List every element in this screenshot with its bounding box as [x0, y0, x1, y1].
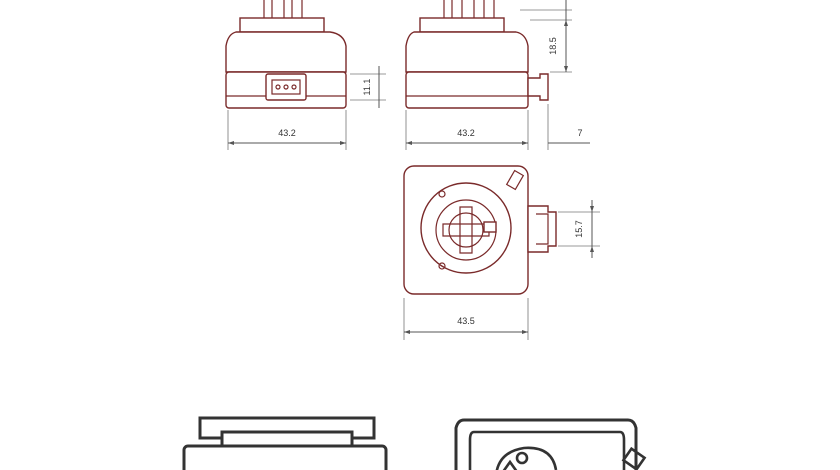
bottom-view-core	[448, 212, 484, 248]
side-width-label: 43.2	[457, 128, 475, 138]
side-view-upper-body	[405, 31, 529, 73]
lower-left-part-body	[182, 444, 388, 470]
bottom-width-label: 43.5	[457, 316, 475, 326]
front-view-pin-hole	[291, 84, 297, 90]
side-view-pins	[443, 0, 495, 18]
dimension-arrows	[564, 20, 568, 72]
front-view-collar	[239, 17, 325, 33]
front-view-connector-inner	[271, 79, 301, 95]
bottom-view-notch	[505, 169, 525, 191]
lower-right-part-body	[454, 418, 638, 470]
lower-right-part	[454, 418, 647, 470]
lower-right-part-notch	[621, 446, 647, 470]
bottom-view-hole	[438, 190, 446, 198]
bottom-view-tab-inner	[536, 213, 549, 245]
side-extra-label: 7	[577, 128, 582, 138]
front-view: 43.2 11.1	[225, 0, 386, 150]
bottom-view-tab	[527, 205, 557, 253]
lower-right-part-key	[502, 459, 518, 470]
front-view-pins	[263, 0, 303, 18]
lower-right-part-inner	[468, 430, 626, 470]
bottom-view-key	[483, 221, 497, 233]
front-width-label: 43.2	[278, 128, 296, 138]
front-view-pin-hole	[275, 84, 281, 90]
lower-left-part-neck	[220, 430, 354, 448]
lower-left-part	[182, 416, 388, 470]
lower-right-part-ring	[495, 446, 558, 470]
connector-height-label: 11.1	[362, 79, 372, 96]
bottom-view: 15.7 43.5	[403, 165, 600, 340]
bottom-view-cross	[442, 206, 490, 254]
front-view-pin-hole	[283, 84, 289, 90]
side-view: 43.2 7 18.5	[405, 0, 590, 150]
bottom-view-hole	[438, 262, 446, 270]
lower-right-part-hole	[515, 451, 529, 465]
side-view-tab	[527, 73, 549, 101]
front-view-upper-body	[225, 31, 347, 73]
side-height-label: 18.5	[548, 37, 558, 55]
tab-height-label: 15.7	[574, 220, 584, 238]
side-view-collar	[419, 17, 505, 33]
side-view-lower-body	[405, 71, 529, 109]
